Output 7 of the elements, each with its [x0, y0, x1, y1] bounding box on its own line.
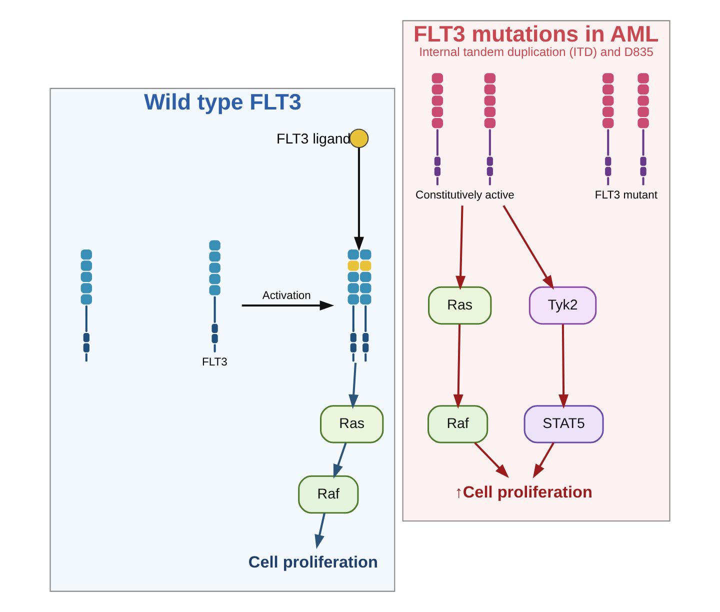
- node-text: ↑Cell proliferation: [454, 483, 592, 502]
- node-label: FLT3 mutant: [594, 189, 658, 202]
- node-label: FLT3 ligand: [276, 132, 351, 148]
- node-label: FLT3: [202, 356, 228, 368]
- node-text: Cell proliferation: [248, 554, 378, 572]
- node-label: Constitutively active: [416, 189, 514, 202]
- edge-label: Activation: [262, 290, 311, 302]
